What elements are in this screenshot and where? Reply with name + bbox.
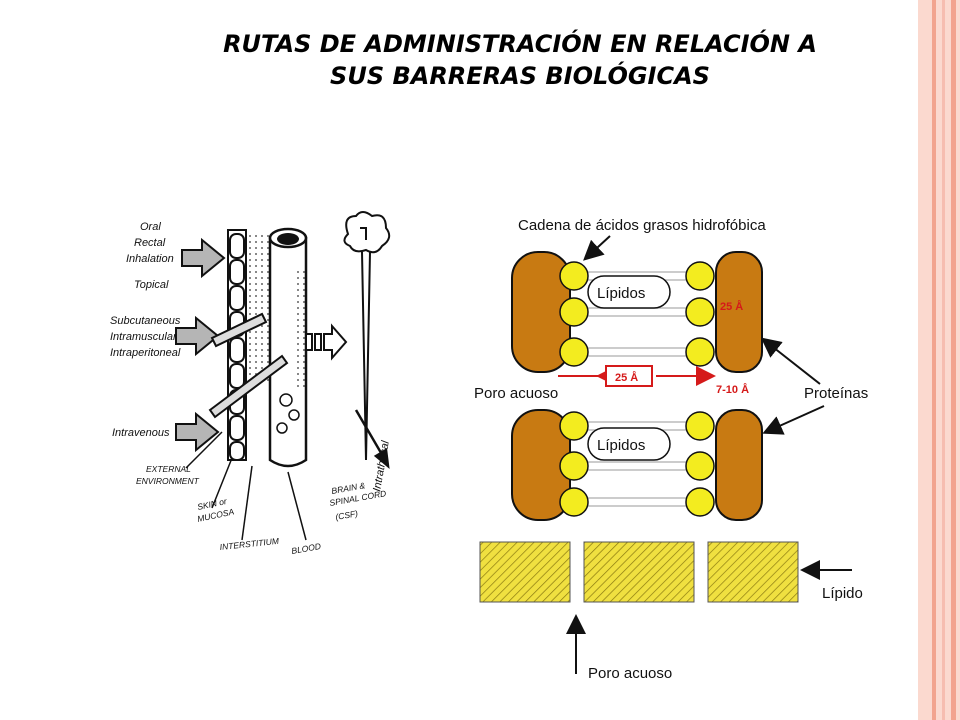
aqueous-pore-label: Poro acuoso <box>474 385 558 402</box>
fatty-acid-chain-label: Cadena de ácidos grasos hidrofóbica <box>518 217 766 234</box>
route-inhalation: Inhalation <box>126 253 174 265</box>
blood-vessel <box>268 227 308 468</box>
route-oral: Oral <box>140 221 161 233</box>
chain-pointer <box>583 235 611 261</box>
route-intraperitoneal: Intraperitoneal <box>110 347 181 359</box>
label-interstitium: INTERSTITIUM <box>219 536 280 552</box>
pointer-lines <box>185 431 307 541</box>
gap-size-label: 7-10 Å <box>716 383 749 396</box>
routes-diagram: Oral Rectal Inhalation Topical Subcutane… <box>110 211 392 556</box>
protein-size-label: 25 Å <box>720 300 743 313</box>
brain-spinal-cord <box>343 211 391 461</box>
proteins-label: Proteínas <box>804 385 868 402</box>
label-blood: BLOOD <box>291 541 322 556</box>
protein-bottom-right <box>715 409 763 521</box>
slide-border <box>918 0 960 720</box>
lipid-blocks <box>479 541 799 603</box>
label-brain-3: (CSF) <box>335 508 359 522</box>
route-topical: Topical <box>134 279 169 291</box>
membrane-bottom: Lípidos <box>511 409 763 521</box>
membrane-diagram: Cadena de ácidos grasos hidrofóbica Lípi… <box>474 217 868 682</box>
route-intramuscular: Intramuscular <box>110 331 178 343</box>
protein-pointer-1 <box>760 337 821 385</box>
intrathecal-arrow <box>354 409 390 469</box>
label-external-2: ENVIRONMENT <box>136 476 200 486</box>
transfer-arrow <box>305 323 348 361</box>
protein-pointer-2 <box>762 405 825 435</box>
slide-title: RUTAS DE ADMINISTRACIÓN EN RELACIÓN A SU… <box>130 28 910 92</box>
pore-size-label: 25 Å <box>615 371 638 384</box>
title-line-2: SUS BARRERAS BIOLÓGICAS <box>330 62 710 90</box>
title-line-1: RUTAS DE ADMINISTRACIÓN EN RELACIÓN A <box>223 30 817 58</box>
lipids-label-top: Lípidos <box>597 285 645 302</box>
label-external-1: EXTERNAL <box>146 464 191 474</box>
needles <box>208 312 289 419</box>
route-subcutaneous: Subcutaneous <box>110 315 181 327</box>
skin-mucosa-layer <box>227 229 247 461</box>
lipids-label-bottom: Lípidos <box>597 437 645 454</box>
membrane-top: Lípidos 25 Å <box>511 251 763 373</box>
lipid-label: Lípido <box>822 585 863 602</box>
route-intravenous: Intravenous <box>112 427 170 439</box>
aqueous-pore-label-bottom: Poro acuoso <box>588 665 672 682</box>
protein-top-right <box>715 251 763 373</box>
pore-size-marker: 25 Å 7-10 Å <box>558 365 749 396</box>
route-rectal: Rectal <box>134 237 166 249</box>
route-arrows <box>175 237 226 453</box>
